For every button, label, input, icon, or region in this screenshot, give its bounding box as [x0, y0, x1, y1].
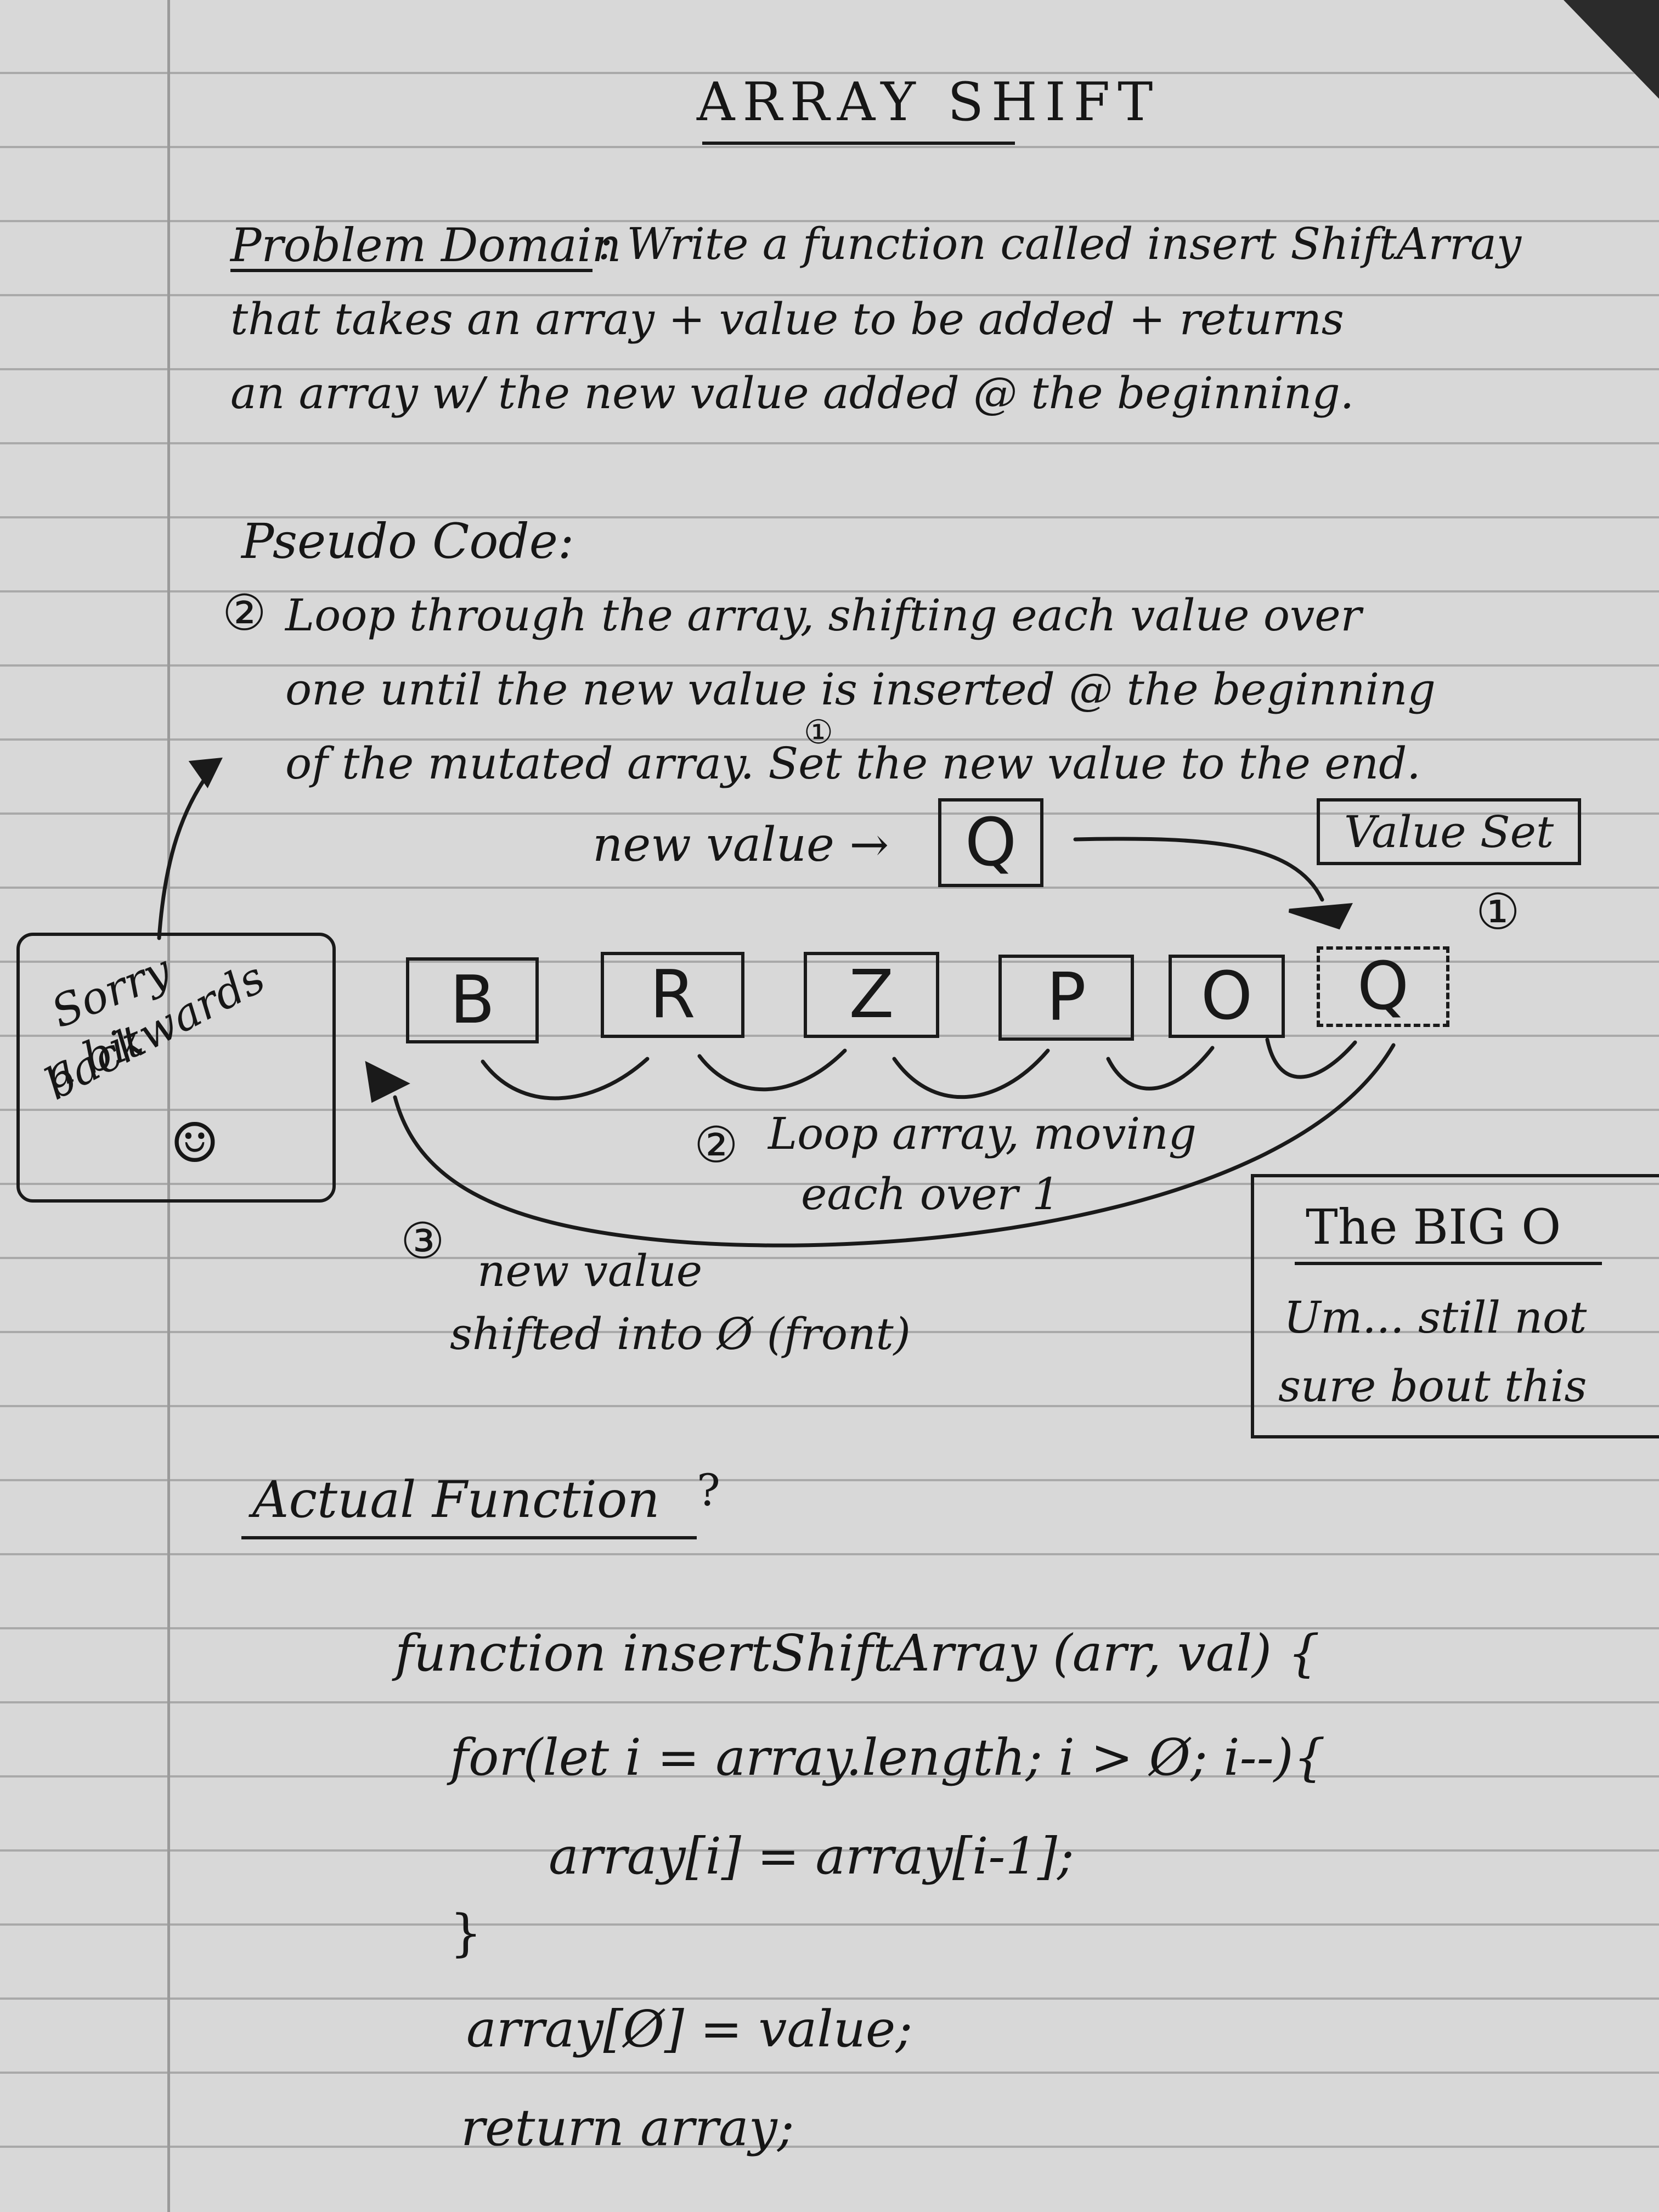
shift-front-arrowhead — [365, 1060, 410, 1103]
pseudo-step2-marker: ② — [222, 584, 267, 642]
big-o-box — [1251, 1174, 1659, 1438]
pseudo-line-3: of the mutated array. Set the new value … — [285, 738, 1421, 789]
title-underline — [702, 142, 1015, 145]
big-o-title: The BIG O — [1306, 1199, 1561, 1255]
array-cell-0: B — [406, 957, 539, 1043]
loop-note-line-2: each over 1 — [801, 1169, 1060, 1220]
new-value-box: Q — [938, 798, 1043, 887]
code-line-2: for(let i = array.length; i > Ø; i--){ — [450, 1728, 1326, 1787]
array-cell-3: P — [998, 955, 1134, 1041]
loop-arrow-2 — [697, 1048, 847, 1092]
loop-note-line-1: Loop array, moving — [768, 1108, 1197, 1159]
big-o-line-1: Um... still not — [1284, 1292, 1587, 1343]
problem-line-3: an array w/ the new value added @ the be… — [230, 368, 1355, 419]
page-title: ARRAY SHIFT — [697, 71, 1161, 133]
problem-line-1: : Write a function called insert ShiftAr… — [598, 218, 1522, 269]
array-cell-0-value: B — [449, 962, 495, 1039]
array-cell-1-value: R — [650, 957, 696, 1033]
loop-arrow-1 — [481, 1057, 650, 1101]
loop-arrow-4 — [1106, 1046, 1215, 1091]
pseudo-line-1: Loop through the array, shifting each va… — [285, 590, 1362, 641]
array-cell-3-value: P — [1046, 960, 1086, 1036]
problem-line-2: that takes an array + value to be added … — [230, 294, 1344, 345]
new-value-arrow — [1073, 837, 1324, 902]
value-set-text: Value Set — [1344, 806, 1554, 857]
pseudo-line-2: one until the new value is inserted @ th… — [285, 664, 1436, 715]
loop-arrow-3 — [892, 1048, 1050, 1099]
big-o-line-2: sure bout this — [1278, 1361, 1587, 1412]
array-cell-5: Q — [1317, 946, 1449, 1027]
actual-function-label: Actual Function — [252, 1470, 660, 1529]
pseudo-code-label: Pseudo Code: — [241, 513, 574, 569]
pseudo-step1-marker: ① — [804, 713, 833, 752]
new-value-text: Q — [964, 804, 1017, 881]
code-line-1: function insertShiftArray (arr, val) { — [395, 1624, 1320, 1683]
loop-arrow-5 — [1265, 1037, 1357, 1079]
problem-domain-underline — [230, 269, 592, 272]
array-cell-2-value: Z — [849, 957, 894, 1033]
side-note-box — [16, 933, 336, 1203]
new-value-arrowhead — [1288, 902, 1353, 930]
side-note-arrow — [157, 760, 219, 940]
array-cell-1: R — [601, 952, 744, 1038]
shift-front-arrow — [393, 1043, 1396, 1248]
actual-function-suffix: ? — [697, 1465, 720, 1516]
code-line-5: array[Ø] = value; — [466, 2000, 913, 2058]
problem-domain-label: Problem Domain — [230, 218, 622, 272]
value-set-marker: ① — [1476, 883, 1520, 941]
margin-line — [167, 0, 170, 2212]
actual-function-underline — [241, 1536, 697, 1539]
shift-note-marker: ③ — [400, 1212, 445, 1270]
smiley-icon: ☺ — [170, 1111, 219, 1175]
shift-note-line-2: shifted into Ø (front) — [450, 1308, 911, 1359]
array-cell-2: Z — [804, 952, 939, 1038]
side-note-arrowhead — [188, 757, 223, 788]
code-line-3: array[i] = array[i-1]; — [549, 1827, 1074, 1886]
code-line-4: } — [450, 1904, 482, 1962]
code-line-6: return array; — [461, 2098, 794, 2157]
array-cell-5-value: Q — [1357, 949, 1409, 1025]
new-value-label: new value → — [592, 817, 889, 872]
shift-note-line-1: new value — [477, 1245, 703, 1296]
value-set-box: Value Set — [1317, 798, 1581, 865]
loop-note-marker: ② — [694, 1116, 738, 1174]
big-o-underline — [1295, 1262, 1602, 1265]
array-cell-4-value: O — [1200, 958, 1253, 1035]
array-cell-4: O — [1169, 955, 1285, 1038]
